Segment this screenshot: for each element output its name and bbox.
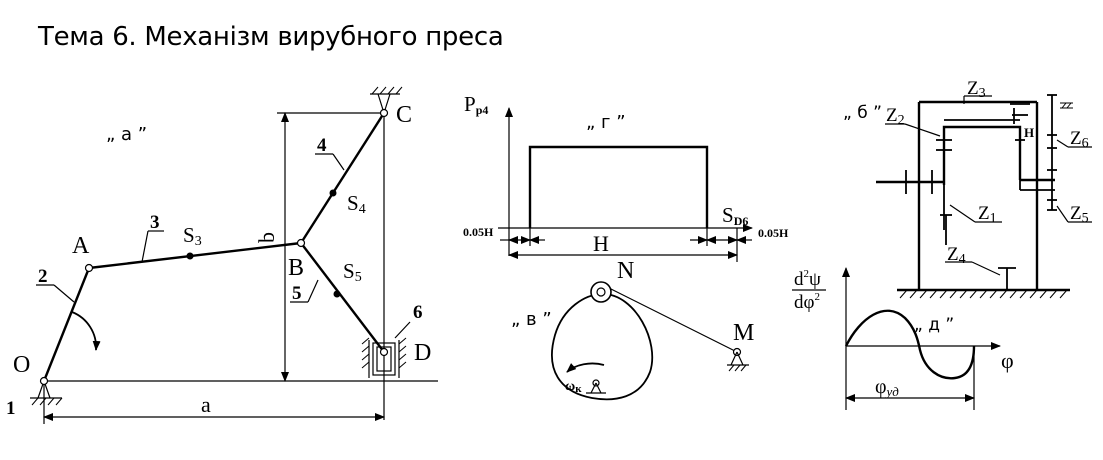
label-dim-a: a [201,392,211,417]
label-dim-b: b [254,232,279,243]
linkage-diagram: „ а ” A B C D O 1 2 3 4 5 6 S3 S4 S5 b a [6,86,438,424]
label-b-point: B [288,255,304,281]
fig-g-tag: „ г ” [586,112,626,133]
force-x-label: SD6 [722,203,748,228]
label-link-6: 6 [413,302,423,323]
label-margin-right: 0.05H [758,226,789,240]
label-margin-left: 0.05H [463,225,494,239]
label-link-2: 2 [38,266,48,287]
gear-diagram: „ б ” Z2 Z3 Z1 Z4 Z6 Z5 H [843,78,1092,299]
curve-line [844,309,976,380]
omega-arrow [566,362,605,373]
rotation-arrow [71,311,101,351]
label-s3: S3 [183,223,202,249]
label-z5: Z5 [1070,203,1089,226]
link-oa [42,267,91,382]
label-link-3: 3 [150,212,160,233]
label-z2: Z2 [886,105,905,128]
link-cb [299,112,386,244]
link-ab [88,241,302,270]
cam-profile [551,293,654,401]
label-link-4: 4 [317,135,327,156]
label-z3: Z3 [967,78,986,101]
joint-o [39,376,49,386]
dimension-a [43,381,385,424]
curve-y-bot: dφ2 [794,291,820,313]
joint-d [379,347,389,357]
curve-diagram: d2ψ dφ2 „ д ” φ φуд [792,267,1014,410]
label-stroke-h: H [593,231,609,256]
fig-b-tag: „ б ” [843,103,882,123]
curve-y-top: d2ψ [794,268,821,290]
label-omega: ωк [565,379,582,395]
link-bd [300,242,385,353]
force-rect [528,145,709,228]
label-n: N [617,258,634,284]
slider-d [361,321,411,378]
force-diagram: Pp4 „ г ” SD6 H 0.05H 0.05H [463,92,789,262]
label-link-5: 5 [292,283,302,304]
label-z6: Z6 [1070,128,1089,151]
label-phi-ud: φуд [875,376,899,399]
force-y-label: Pp4 [464,92,488,117]
fig-d-tag: „ д ” [914,315,954,335]
cam-diagram: „ в ” N M ωк [511,258,754,401]
label-z4: Z4 [947,244,966,267]
joint-a [84,263,94,273]
center-s3 [186,252,194,260]
label-m: M [733,320,754,346]
label-s4: S4 [347,191,366,217]
label-c-point: C [396,102,412,128]
label-z1: Z1 [978,203,997,226]
ground-m [727,351,749,372]
joint-c [379,108,389,118]
label-s5: S5 [343,259,362,285]
label-d-point: D [414,340,431,366]
label-a-point: A [72,233,90,259]
fig-v-tag: „ в ” [511,309,552,330]
fig-a-tag: „ а ” [106,124,147,145]
joint-b [296,238,306,248]
label-h: H [1024,125,1034,140]
follower-arm [608,287,738,353]
curve-x-label: φ [1001,348,1014,373]
center-s4 [329,189,337,197]
label-link-1: 1 [6,398,16,419]
ground-o [30,380,63,406]
center-s5 [333,290,341,298]
label-o-point: O [13,352,30,378]
dimension-b [277,112,384,382]
page-title: Тема 6. Механізм вирубного преса [38,22,504,52]
